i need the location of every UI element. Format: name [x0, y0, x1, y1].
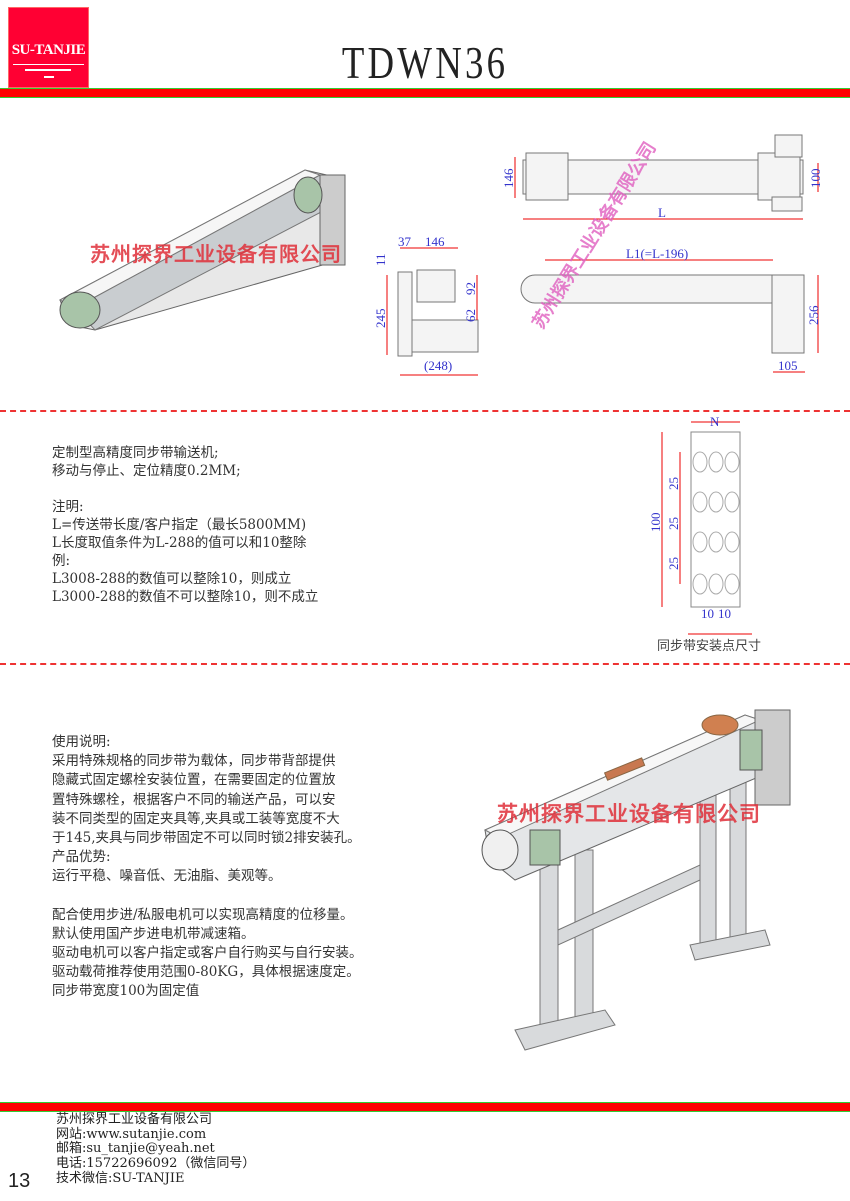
- header-divider: [0, 88, 850, 98]
- page-title: TDWN36: [341, 37, 509, 88]
- dim-92: 92: [463, 282, 478, 295]
- dim-146-width: 146: [425, 234, 445, 249]
- dim-L1: L1(=L-196): [626, 246, 688, 261]
- dim-N: N: [710, 414, 720, 429]
- company-logo: SU-TANJIE: [8, 7, 89, 88]
- spec-line: 定制型高精度同步带输送机;: [52, 445, 219, 461]
- spec-line: L3008-288的数值可以整除10，则成立: [52, 571, 292, 587]
- usage-line: 置特殊螺栓，根据客户不同的输送产品，可以安: [52, 791, 336, 808]
- usage-line: 驱动载荷推荐使用范围0-80KG，具体根据速度定。: [52, 964, 360, 981]
- spec-line: L=传送带长度/客户指定（最长5800MM): [52, 517, 307, 533]
- usage-line: 产品优势:: [52, 849, 111, 866]
- section-divider: [0, 663, 850, 665]
- website[interactable]: 网站:www.sutanjie.com: [56, 1126, 207, 1142]
- dim-10: 10: [718, 606, 731, 621]
- spec-notes: 定制型高精度同步带输送机; 移动与停止、定位精度0.2MM; 注明: L=传送带长度/…: [52, 444, 318, 606]
- dim-100: 100: [648, 513, 663, 533]
- footer-divider: [0, 1102, 850, 1112]
- usage-line: 采用特殊规格的同步带为载体，同步带背部提供: [52, 753, 336, 770]
- dim-L: L: [658, 205, 666, 220]
- spec-line: L长度取值条件为L-288的值可以和10整除: [52, 535, 307, 551]
- wechat: 技术微信:SU-TANJIE: [56, 1170, 185, 1186]
- dim-248: (248): [424, 358, 452, 373]
- usage-line: 同步带宽度100为固定值: [52, 983, 200, 1000]
- company-name: 苏州探界工业设备有限公司: [56, 1112, 213, 1127]
- usage-line: 使用说明:: [52, 734, 111, 750]
- dim-25: 25: [666, 477, 681, 490]
- mounting-point-diagram: N 100 25 25 25 10 10 同步带安装点尺寸: [648, 414, 761, 653]
- usage-line: 配合使用步进/私服电机可以实现高精度的位移量。: [52, 906, 354, 923]
- spec-line: 移动与停止、定位精度0.2MM;: [52, 463, 241, 479]
- dim-11: 11: [373, 253, 388, 266]
- dim-25: 25: [666, 557, 681, 570]
- usage-line: 装不同类型的固定夹具等,夹具或工装等宽度不大: [52, 810, 340, 827]
- dim-105: 105: [778, 358, 798, 373]
- usage-line: 于145,夹具与同步带固定不可以同时锁2排安装孔。: [52, 829, 361, 846]
- dimension-drawings: 146 100 L 37 146 11 245 92 62 (248) L1(=…: [373, 134, 823, 376]
- email[interactable]: 邮箱:su_tanjie@yeah.net: [56, 1141, 215, 1157]
- watermark: 苏州探界工业设备有限公司: [497, 798, 761, 828]
- logo-text: SU-TANJIE: [11, 42, 86, 58]
- spec-line: 例:: [52, 553, 71, 569]
- dim-245: 245: [373, 309, 388, 329]
- spec-line: [52, 480, 318, 498]
- dim-256: 256: [806, 305, 821, 325]
- usage-line: 驱动电机可以客户指定或客户自行购买与自行安装。: [52, 945, 363, 962]
- usage-line: 运行平稳、噪音低、无油脂、美观等。: [52, 868, 282, 885]
- usage-notes: 使用说明: 采用特殊规格的同步带为载体，同步带背部提供隐藏式固定螺栓安装位置，在需…: [52, 733, 363, 1002]
- usage-line: 默认使用国产步进电机带减速箱。: [52, 925, 255, 942]
- watermark: 苏州探界工业设备有限公司: [90, 238, 342, 267]
- dim-37: 37: [398, 234, 412, 249]
- spec-line: L3000-288的数值不可以整除10，则不成立: [52, 589, 319, 605]
- dim-100: 100: [808, 169, 823, 189]
- spec-line: 注明:: [52, 499, 84, 515]
- dim-25: 25: [666, 517, 681, 530]
- usage-line: [52, 887, 363, 906]
- dim-10: 10: [701, 606, 714, 621]
- phone: 电话:15722696092（微信同号）: [56, 1156, 256, 1172]
- dim-62: 62: [463, 309, 478, 322]
- usage-line: 隐藏式固定螺栓安装位置，在需要固定的位置放: [52, 772, 336, 789]
- diagram-caption: 同步带安装点尺寸: [657, 638, 761, 653]
- dim-146-height: 146: [501, 168, 516, 188]
- watermark-text: 苏州探界工业设备有限公司: [497, 801, 761, 826]
- page-number: 13: [8, 1170, 31, 1192]
- section-divider: [0, 410, 850, 412]
- watermark-text: 苏州探界工业设备有限公司: [90, 242, 342, 266]
- conveyor-stand-3d-view: [481, 709, 791, 1051]
- conveyor-3d-view: [58, 169, 346, 331]
